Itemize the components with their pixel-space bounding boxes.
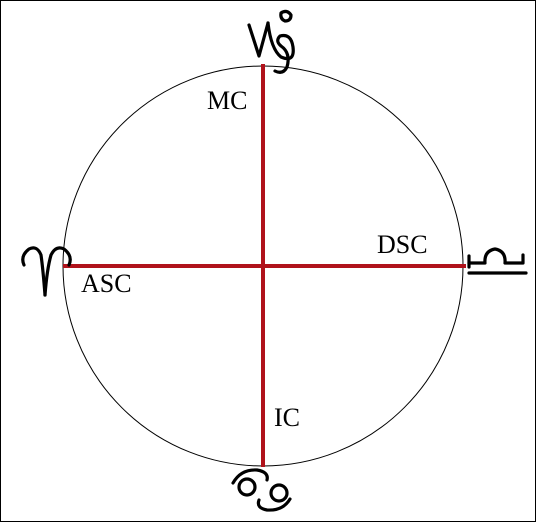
cancer-icon [231,468,292,512]
asc-label: ASC [81,269,132,298]
capricorn-icon [247,9,295,74]
aries-icon [21,246,72,297]
dsc-label: DSC [377,230,428,259]
ic-label: IC [274,403,300,432]
libra-icon [467,247,528,275]
mc-label: MC [207,86,247,115]
